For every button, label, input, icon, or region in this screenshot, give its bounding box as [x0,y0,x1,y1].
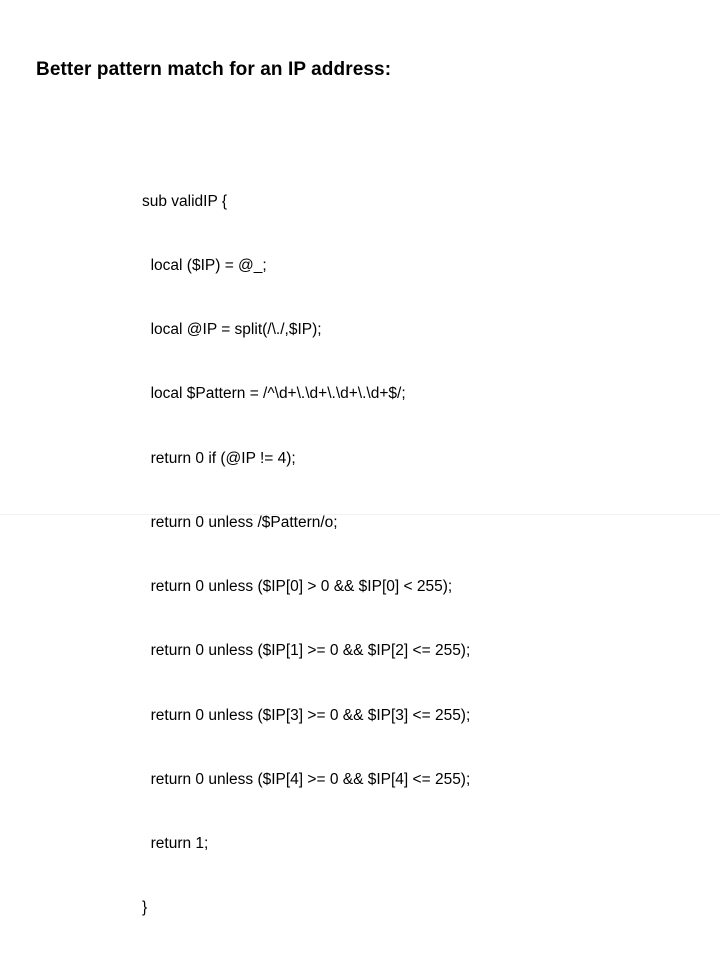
code-line: return 1; [142,835,209,852]
code-line: sub validIP { [142,192,228,210]
code-line: return 0 unless ($IP[0] > 0 && $IP[0] < … [142,578,453,596]
code-line: return 0 unless /$Pattern/o; [142,513,338,531]
code-block: sub validIP { local ($IP) = @_; local @I… [142,148,470,961]
code-line: local ($IP) = @_; [142,257,267,275]
footer-divider [0,514,720,515]
code-line: return 0 unless ($IP[1] >= 0 && $IP[2] <… [142,642,471,660]
code-line: local @IP = split(/\./,$IP); [142,321,322,339]
page-title: Better pattern match for an IP address: [36,59,392,80]
slide-canvas: Better pattern match for an IP address: … [0,59,720,917]
code-line: return 0 unless ($IP[3] >= 0 && $IP[3] <… [142,706,471,724]
code-line: } [142,899,148,917]
code-line: return 0 unless ($IP[4] >= 0 && $IP[4] <… [142,770,471,788]
code-line: return 0 if (@IP != 4); [142,449,296,467]
code-line: local $Pattern = /^\d+\.\d+\.\d+\.\d+$/; [142,385,406,403]
